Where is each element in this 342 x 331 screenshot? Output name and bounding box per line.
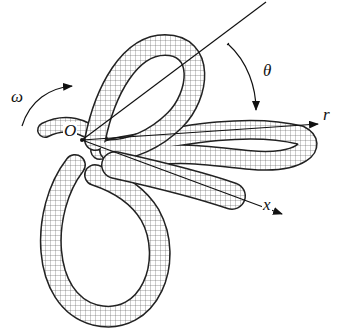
angle-label: θ bbox=[262, 62, 272, 79]
origin-label: O bbox=[63, 122, 77, 139]
angular-velocity-label: ω bbox=[10, 88, 24, 105]
axis-label: x bbox=[262, 196, 272, 213]
axis-label: r bbox=[322, 106, 331, 123]
